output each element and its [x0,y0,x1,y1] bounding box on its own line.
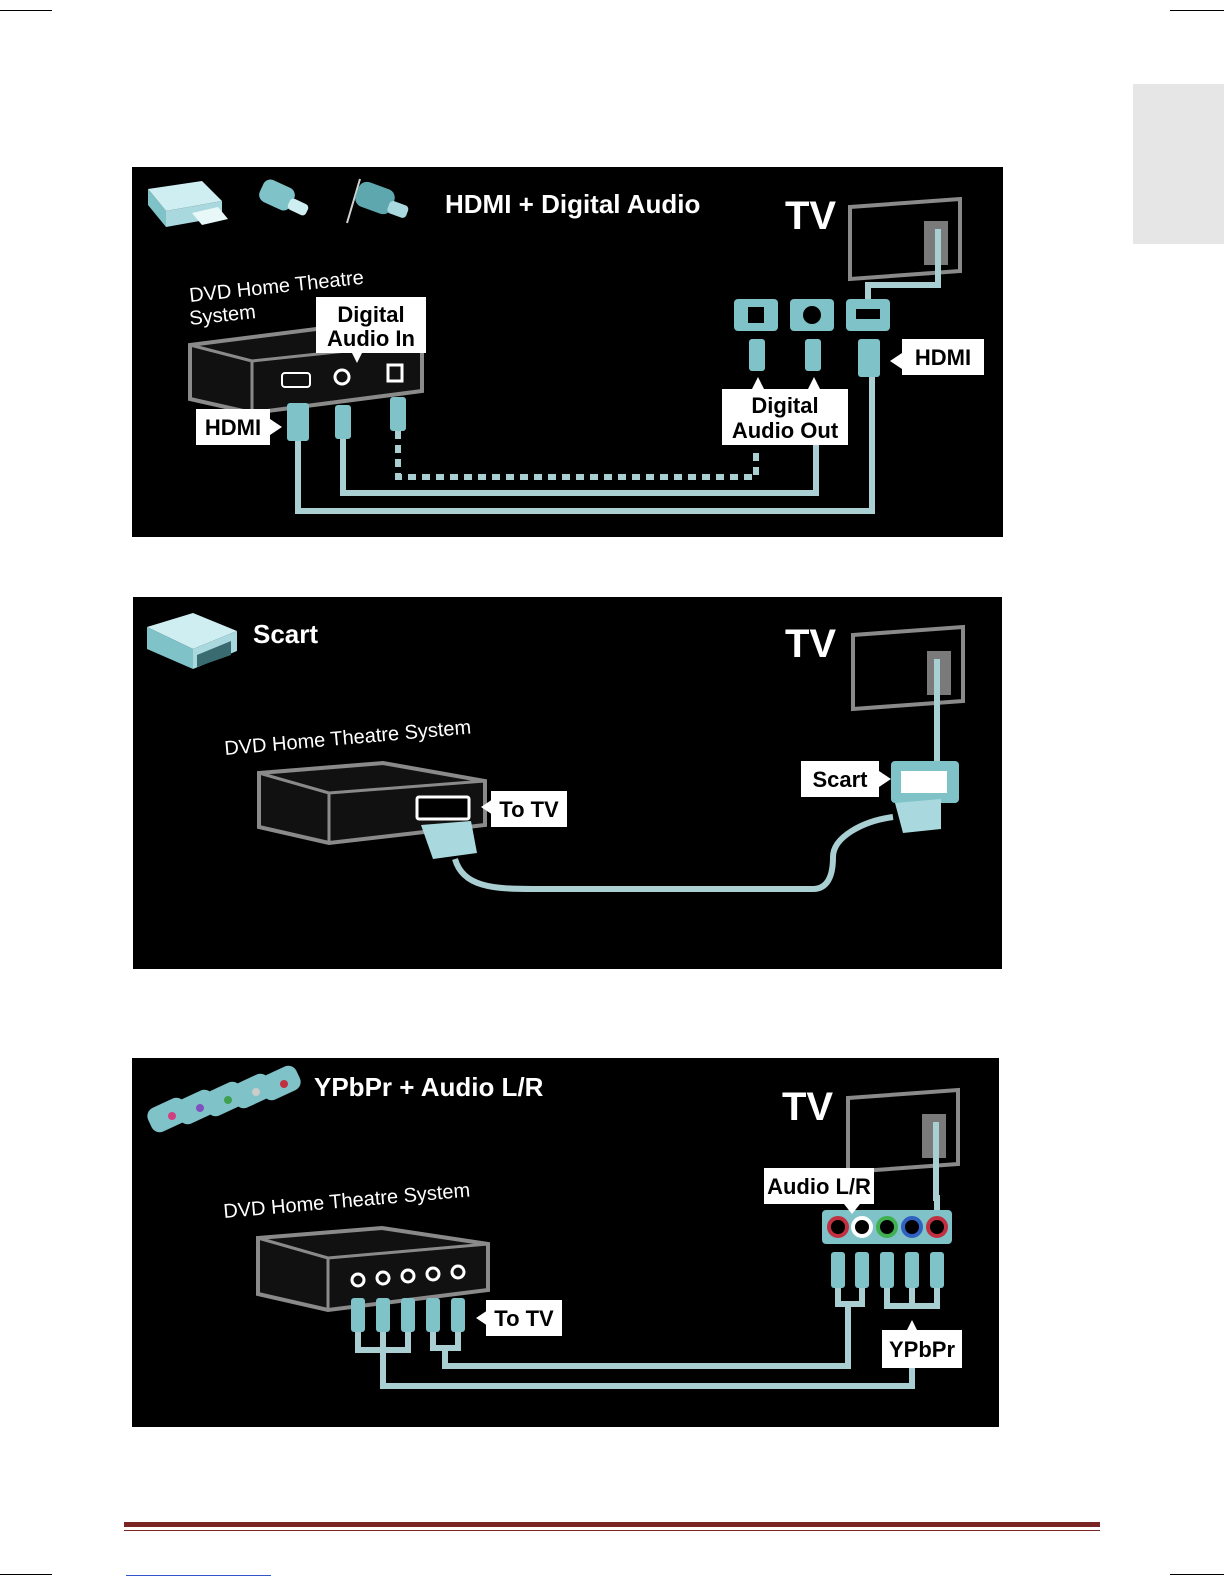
optical-plug-icon [353,179,410,219]
tv-hdmi-plug [858,339,880,377]
callout-digital-audio-in-text2: Audio In [327,326,415,351]
callout-hdmi-right-text: HDMI [915,345,971,370]
footer-rule-thin [124,1530,1100,1531]
hdmi-plug-icon [148,181,228,227]
footer-link-underline [126,1575,271,1576]
device-label: DVD Home Theatre System [223,1179,471,1222]
side-tab [1133,84,1224,244]
callout-audio-lr-text: Audio L/R [767,1174,871,1199]
callout-hdmi-left-text: HDMI [205,415,261,440]
tv-label: TV [785,622,836,666]
tv-label: TV [782,1085,833,1129]
hdmi-plug [287,403,309,441]
tv-icon [853,627,963,709]
tv-icon [848,1090,958,1172]
tv-scart-plug [895,799,941,833]
footer-rule [124,1522,1100,1527]
tv-optical-plug [749,339,765,371]
tv-coax-plug [805,339,821,371]
callout-ypbpr-text: YPbPr [889,1337,955,1362]
callout-digital-audio-out-text1: Digital [751,393,818,418]
scart-port [417,797,469,819]
crop-mark-bottom-left [0,1574,52,1575]
tv-pb-port [903,1218,921,1236]
coax-plug-icon [257,177,310,217]
tv-audio-l-port [853,1218,871,1236]
crop-mark-top-left [0,10,52,11]
component-plugs-icon [144,1063,303,1135]
scart-plug [421,821,477,859]
optical-plug [390,397,406,431]
optical-cable [398,431,756,477]
diagram-title: YPbPr + Audio L/R [314,1072,544,1102]
coax-plug [335,405,351,439]
crop-mark-bottom-right [1170,1574,1224,1575]
tv-internal-cable [936,1122,937,1210]
tv-pr-port [928,1218,946,1236]
scart-cable [455,817,893,889]
callout-to-tv-text: To TV [494,1306,554,1331]
diagram-title: Scart [253,619,318,649]
diagram-title: HDMI + Digital Audio [445,189,700,219]
crop-mark-top-right [1170,10,1224,11]
diagram-scart: Scart TV DVD Home Theatre System To TV S… [133,597,1002,969]
scart-plug-icon [147,613,237,669]
device-label: DVD Home Theatre System [224,716,472,759]
tv-audio-r-port [829,1218,847,1236]
callout-digital-audio-out-text2: Audio Out [732,418,839,443]
diagram-hdmi-digital-audio: HDMI + Digital Audio TV DVD Home Theatre… [132,167,1003,537]
ypbpr-cable [358,1332,912,1386]
tv-label: TV [785,194,836,238]
diagram-ypbpr-audio: YPbPr + Audio L/R TV DVD Home Theatre Sy… [132,1058,999,1427]
tv-y-port [878,1218,896,1236]
tv-component-plugs [831,1252,944,1288]
tv-icon [850,199,960,279]
callout-digital-audio-in-text1: Digital [337,302,404,327]
callout-to-tv-text: To TV [499,797,559,822]
callout-scart-text: Scart [812,767,868,792]
